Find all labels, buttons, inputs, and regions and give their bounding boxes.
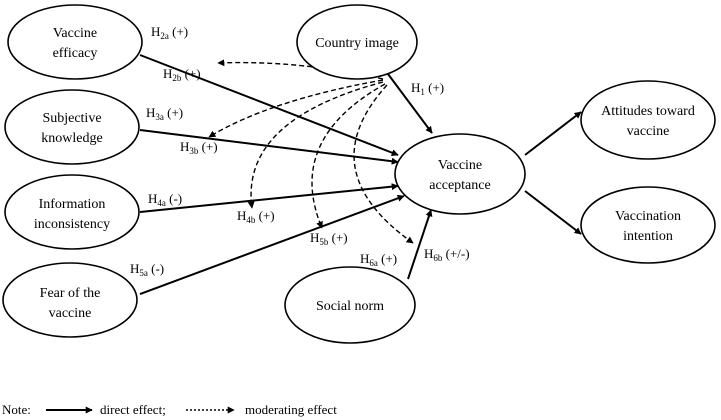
node-vaccine-efficacy-line-1: Vaccine — [53, 26, 97, 41]
node-vaccination-intention-line-1: Vaccination — [615, 209, 681, 224]
node-information-inconsistency-line-1: Information — [39, 197, 106, 212]
node-attitudes-toward-vaccine: Attitudes toward vaccine — [580, 80, 716, 160]
arrow-vaccine-efficacy-to-acceptance — [139, 54, 399, 156]
arrow-country-image-to-acceptance — [387, 73, 433, 134]
node-vaccination-intention-line-2: intention — [623, 229, 673, 244]
arrow-fear-to-acceptance — [139, 194, 405, 295]
hypothesis-label-h4b: H4b (+) — [237, 208, 275, 225]
node-information-inconsistency-line-2: inconsistency — [34, 217, 110, 232]
legend-direct-label: direct effect; — [100, 402, 166, 417]
hypothesis-label-h1: H1 (+) — [411, 80, 444, 97]
node-subjective-knowledge: Subjective knowledge — [4, 89, 140, 165]
legend-note: Note: direct effect; moderating effect — [2, 402, 337, 417]
hypothesis-label-h2b: H2b (+) — [163, 66, 201, 83]
hypothesis-label-h3a: H3a (+) — [146, 105, 183, 122]
node-country-image-line-1: Country image — [315, 36, 399, 51]
moderating-arrow-h6b — [353, 84, 414, 244]
moderating-arrow-h5b — [311, 83, 386, 229]
hypothesis-label-h5a: H5a (-) — [130, 261, 164, 278]
arrow-subjective-knowledge-to-acceptance — [139, 129, 399, 165]
moderating-arrow-h4b — [247, 81, 384, 209]
legend-moderating-label: moderating effect — [245, 402, 337, 417]
node-vaccine-acceptance-line-2: acceptance — [429, 178, 490, 193]
node-information-inconsistency: Information inconsistency — [4, 174, 140, 250]
node-vaccine-efficacy-line-2: efficacy — [53, 46, 98, 61]
arrow-acceptance-to-intention — [524, 190, 582, 235]
node-social-norm-line-1: Social norm — [316, 299, 384, 314]
direct-effect-arrows — [139, 54, 582, 295]
node-vaccine-acceptance: Vaccine acceptance — [394, 133, 526, 215]
node-vaccine-acceptance-line-1: Vaccine — [438, 158, 482, 173]
hypothesis-label-h2a: H2a (+) — [151, 24, 188, 41]
node-fear-of-the-vaccine-line-2: vaccine — [49, 306, 92, 321]
arrow-social-norm-to-acceptance — [407, 209, 433, 280]
note-prefix: Note: — [2, 402, 31, 417]
node-vaccine-efficacy: Vaccine efficacy — [7, 4, 143, 80]
arrow-information-inconsistency-to-acceptance — [139, 183, 399, 213]
node-vaccination-intention: Vaccination intention — [580, 186, 716, 264]
node-subjective-knowledge-line-1: Subjective — [42, 111, 101, 126]
moderating-arrow-h3b — [208, 79, 384, 138]
hypothesis-label-h5b: H5b (+) — [310, 230, 348, 247]
hypothesis-label-h6b: H6b (+/-) — [424, 246, 470, 263]
hypothesis-label-h6a: H6a (+) — [360, 251, 397, 268]
node-social-norm: Social norm — [284, 266, 416, 344]
node-subjective-knowledge-line-2: knowledge — [41, 131, 102, 146]
node-attitudes-toward-vaccine-line-1: Attitudes toward — [601, 104, 695, 119]
hypothesis-labels: H2a (+) H2b (+) H1 (+) H3a (+) H3b (+) H… — [130, 24, 470, 278]
node-country-image: Country image — [296, 4, 418, 80]
node-attitudes-toward-vaccine-line-2: vaccine — [627, 124, 670, 139]
arrow-acceptance-to-attitudes — [524, 111, 582, 156]
node-fear-of-the-vaccine-line-1: Fear of the — [40, 286, 101, 301]
hypothesis-label-h3b: H3b (+) — [180, 139, 218, 156]
node-fear-of-the-vaccine: Fear of the vaccine — [2, 262, 138, 338]
moderating-effect-arrows — [208, 59, 414, 244]
hypothesis-label-h4a: H4a (-) — [148, 191, 182, 208]
